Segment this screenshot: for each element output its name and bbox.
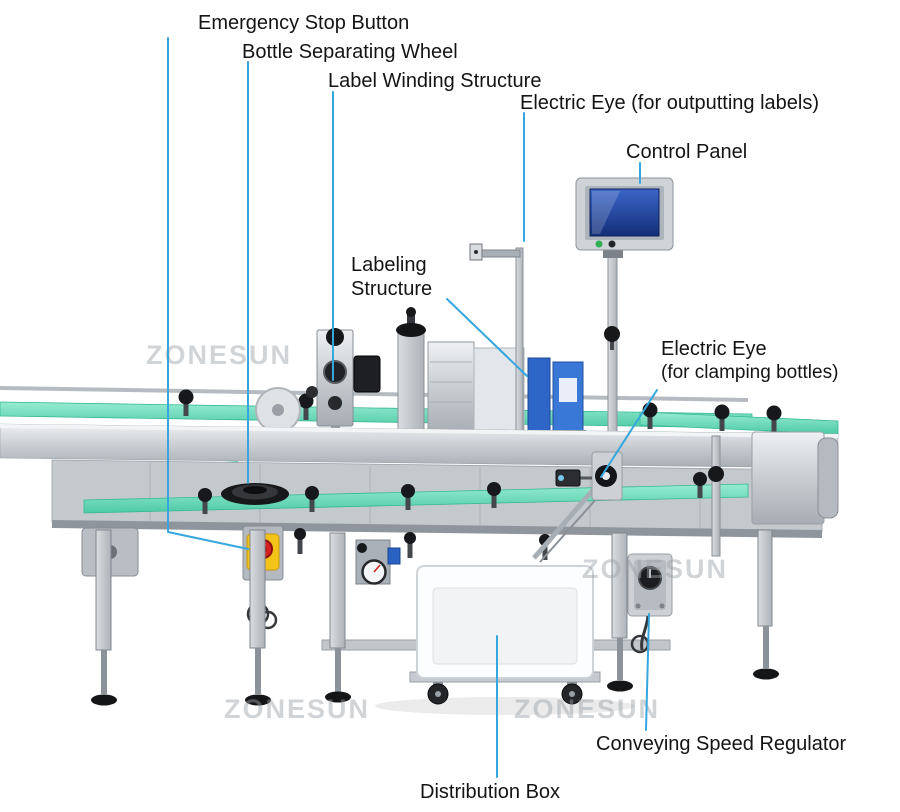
- annotation-bottle-separating-wheel: Bottle Separating Wheel: [242, 41, 458, 63]
- conveying-speed-regulator: [627, 553, 673, 654]
- panel-button-dark: [608, 240, 616, 248]
- annotation-labeling-structure: Labeling Structure: [351, 254, 433, 300]
- blank-label-roll: [255, 387, 301, 433]
- control-panel: [575, 177, 674, 437]
- label-winding-structure: [306, 328, 381, 435]
- annotation-control-panel: Control Panel: [626, 141, 748, 163]
- pressure-regulator-gauge: [355, 539, 401, 585]
- panel-button-green: [595, 240, 603, 248]
- bottle-separating-wheel: [221, 483, 289, 505]
- annotation-emergency-stop: Emergency Stop Button: [198, 12, 410, 34]
- distribution-box: [375, 565, 635, 715]
- annotation-electric-eye-clamping: Electric Eye (for clamping bottles): [661, 338, 838, 384]
- annotation-electric-eye-output: Electric Eye (for outputting labels): [520, 92, 820, 114]
- annotation-label-winding-structure: Label Winding Structure: [328, 70, 542, 92]
- hmi-screen: [589, 188, 660, 237]
- annotation-distribution-box: Distribution Box: [420, 781, 561, 803]
- conveyor-near-rail: [83, 483, 749, 514]
- annotation-electric-eye-clamping-title: Electric Eye: [661, 338, 767, 360]
- labeling-structure: [396, 307, 586, 439]
- annotation-conveying-speed-regulator: Conveying Speed Regulator: [596, 733, 847, 755]
- annotation-electric-eye-clamping-sub: (for clamping bottles): [661, 361, 839, 383]
